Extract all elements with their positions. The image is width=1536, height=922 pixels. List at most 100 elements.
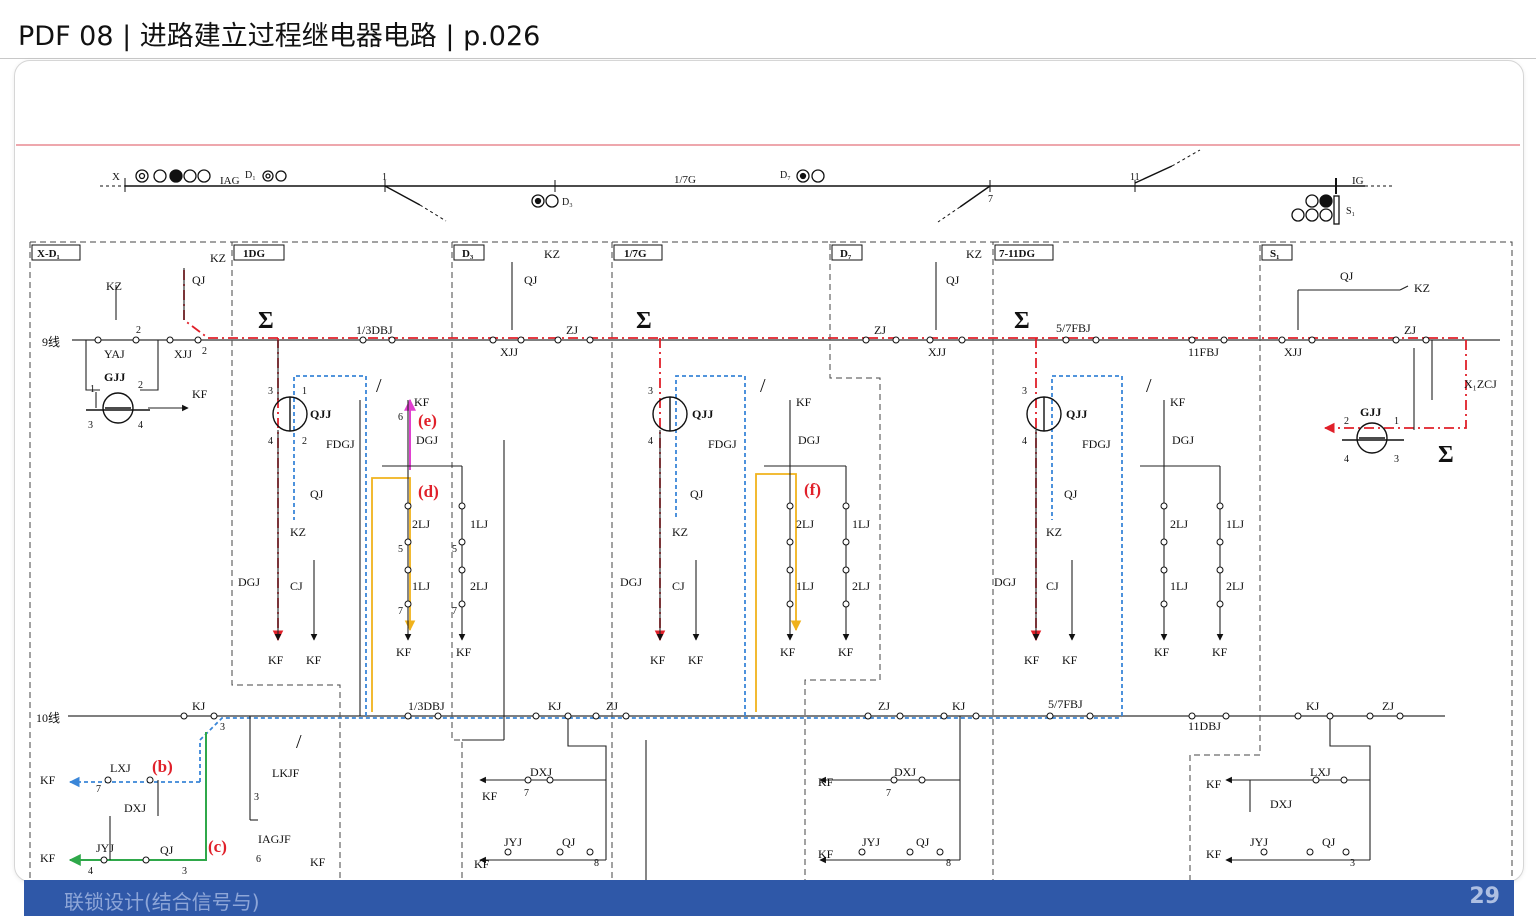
pin-number: 3 — [268, 386, 273, 397]
pin-number: 6 — [398, 412, 403, 423]
relay-label: ZJ — [1382, 699, 1394, 713]
pin-number: 5 — [398, 544, 403, 555]
relay-label: QJ — [192, 273, 206, 287]
route-label-f: (f) — [804, 480, 821, 499]
track-label-D3: D₃ — [562, 197, 573, 208]
relay-label: KZ — [106, 279, 122, 293]
relay-label: KF — [456, 645, 472, 659]
relay-label: CJ — [672, 579, 685, 593]
sigma-mark: Σ — [1438, 442, 1454, 468]
pin-number: 6 — [256, 854, 261, 865]
section-tag-X-D1: X-D₁ — [37, 248, 60, 260]
relay-label: QJ — [562, 835, 576, 849]
relay-label: KF — [474, 857, 490, 871]
pin-number: 2 — [136, 325, 141, 336]
relay-label: 1/3DBJ — [356, 323, 393, 337]
relay-label: DXJ — [1270, 797, 1292, 811]
relay-label: DGJ — [238, 575, 260, 589]
slash-mark: / — [376, 375, 382, 397]
relay-label: ZJ — [606, 699, 618, 713]
section-tag-1DG: 1DG — [243, 248, 265, 260]
page-footer-strip: 联锁设计(结合信号与) 29 — [24, 880, 1514, 916]
section-tag-S1: S₁ — [1270, 248, 1279, 260]
relay-label: 2LJ — [412, 517, 430, 531]
relay-label: KF — [306, 653, 322, 667]
pin-number: 4 — [1344, 454, 1349, 465]
relay-label: QJJ — [310, 407, 331, 421]
circuit-wiring — [85, 262, 1433, 880]
relay-label: CJ — [290, 579, 303, 593]
relay-label: KZ — [210, 251, 226, 265]
relay-label: QJ — [690, 487, 704, 501]
relay-label: 1LJ — [470, 517, 488, 531]
footer-page-number: 29 — [1469, 884, 1500, 909]
relay-label: KZ — [544, 247, 560, 261]
pin-number: 7 — [524, 788, 529, 799]
relay-label: KF — [192, 387, 208, 401]
relay-label: DGJ — [1172, 433, 1194, 447]
relay-label: 1LJ — [852, 517, 870, 531]
slash-mark: / — [760, 375, 766, 397]
relay-label: 5/7FBJ — [1056, 321, 1091, 335]
relay-label: QJ — [1322, 835, 1336, 849]
relay-label: KZ — [966, 247, 982, 261]
pdf-page-card[interactable] — [14, 60, 1524, 882]
track-label-1-7G: 1/7G — [674, 174, 696, 186]
section-tag-D7: D₇ — [840, 248, 852, 260]
relay-label: KF — [40, 773, 56, 787]
relay-label: ZJ — [874, 323, 886, 337]
track-label-D1: D₁ — [245, 170, 256, 181]
relay-label: 1LJ — [412, 579, 430, 593]
relay-label: DGJ — [620, 575, 642, 589]
track-label-X: X — [112, 171, 120, 183]
pin-number: 7 — [96, 784, 101, 795]
relay-label: QJ — [916, 835, 930, 849]
pin-number: 3 — [1394, 454, 1399, 465]
sigma-marks: Σ Σ Σ Σ / / / / — [258, 308, 1454, 753]
relay-label: JYJ — [96, 841, 114, 855]
relay-label: X₁ZCJ — [1464, 377, 1497, 391]
pin-number: 2 — [138, 380, 143, 391]
bus-label-9: 9线 — [42, 335, 60, 349]
pin-number: 3 — [648, 386, 653, 397]
pin-number: 7 — [398, 606, 403, 617]
pin-number: 3 — [220, 722, 225, 733]
relay-label: KF — [818, 847, 834, 861]
relay-label: FDGJ — [326, 437, 355, 451]
contact-symbols — [94, 336, 1430, 864]
pin-numbers: 1 2 3 4 2 2 3 4 1 2 6 5 7 5 7 3 4 3 4 2 … — [88, 325, 1399, 877]
relay-label: ZJ — [566, 323, 578, 337]
relay-label: KZ — [1046, 525, 1062, 539]
relay-label: FDGJ — [1082, 437, 1111, 451]
section-tag-D3: D₃ — [462, 248, 474, 260]
pin-number: 7 — [452, 606, 457, 617]
relay-label: XJJ — [500, 345, 518, 359]
relay-labels: KZ KZ QJ YAJ XJJ GJJ KF 1/3DBJ KZ QJ XJJ… — [40, 247, 1497, 871]
relay-label: KZ — [672, 525, 688, 539]
route-label-c: (c) — [208, 837, 227, 856]
relay-label: KF — [414, 395, 430, 409]
relay-label: 1LJ — [796, 579, 814, 593]
relay-label: 2LJ — [796, 517, 814, 531]
relay-label: QJ — [310, 487, 324, 501]
track-label-IG: IG — [1352, 175, 1364, 187]
section-boxes — [29, 241, 1513, 880]
pin-number: 1 — [1394, 416, 1399, 427]
relay-label: XJJ — [174, 347, 192, 361]
relay-label: QJ — [524, 273, 538, 287]
gjj-relay-symbols — [86, 392, 1404, 454]
relay-label: KJ — [548, 699, 562, 713]
page-title: PDF 08 | 进路建立过程继电器电路 | p.026 — [18, 21, 541, 52]
pin-number: 1 — [302, 386, 307, 397]
relay-label: QJ — [1064, 487, 1078, 501]
relay-label: KJ — [952, 699, 966, 713]
pin-number: 3 — [182, 866, 187, 877]
relay-label: QJ — [160, 843, 174, 857]
pin-number: 4 — [268, 436, 273, 447]
relay-label: ZJ — [1404, 323, 1416, 337]
relay-label: DGJ — [994, 575, 1016, 589]
relay-label: KF — [796, 395, 812, 409]
section-tag-1-7G: 1/7G — [624, 248, 647, 260]
section-tag-7-11DG: 7-11DG — [999, 248, 1036, 260]
relay-label: 2LJ — [852, 579, 870, 593]
